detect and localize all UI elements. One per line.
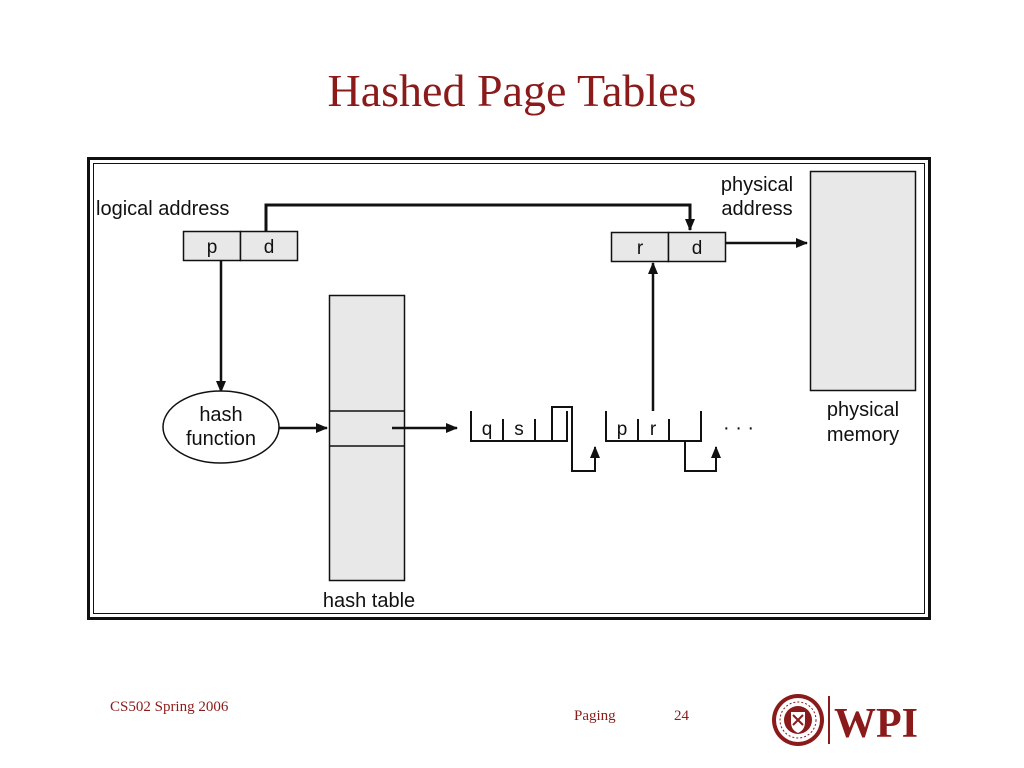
chain-node-1: q s [470, 406, 600, 472]
hash-function-label-line2: function [186, 428, 256, 450]
physical-address-label-line2: address [721, 198, 792, 220]
wpi-logo-text: WPI [834, 701, 918, 747]
physical-memory-label-line1: physical [827, 399, 899, 421]
slide-title: Hashed Page Tables [327, 65, 697, 116]
wpi-seal-icon [772, 694, 824, 746]
chain-node-1-value: s [514, 419, 524, 440]
hashed-page-table-diagram: logical address p d hash function hash t… [87, 157, 931, 620]
hash-table-label: hash table [323, 590, 415, 612]
physical-frame-cell: r [637, 238, 644, 259]
logical-address-label: logical address [96, 198, 229, 220]
wpi-logo: WPI [770, 692, 920, 748]
footer-section: Paging [574, 708, 616, 724]
physical-address-label-line1: physical [721, 174, 793, 196]
chain-ellipsis: · · · [723, 417, 754, 439]
physical-offset-cell: d [692, 238, 703, 259]
physical-address-box: r d [610, 231, 727, 263]
diagram-outer-frame [87, 157, 931, 620]
hash-table [328, 294, 406, 582]
chain-node-2-key: p [617, 419, 628, 440]
logical-page-cell: p [207, 237, 218, 258]
chain-node-1-key: q [482, 419, 493, 440]
chain-node-2-value: r [650, 419, 657, 440]
chain-node-2-pointer [684, 441, 721, 472]
offset-arrow [264, 203, 695, 231]
logical-offset-cell: d [264, 237, 275, 258]
physical-memory-box [809, 170, 917, 392]
diagram-inner-frame [93, 163, 925, 614]
physical-memory-label-line2: memory [827, 424, 899, 446]
footer-page-number: 24 [674, 708, 689, 724]
hash-function-label-line1: hash [199, 404, 242, 426]
footer-course: CS502 Spring 2006 [110, 699, 229, 715]
logical-address-box: p d [182, 230, 299, 262]
chain-node-1-pointer [551, 406, 600, 472]
hash-function: hash function [162, 390, 280, 464]
chain-node-2: p r [605, 411, 721, 472]
